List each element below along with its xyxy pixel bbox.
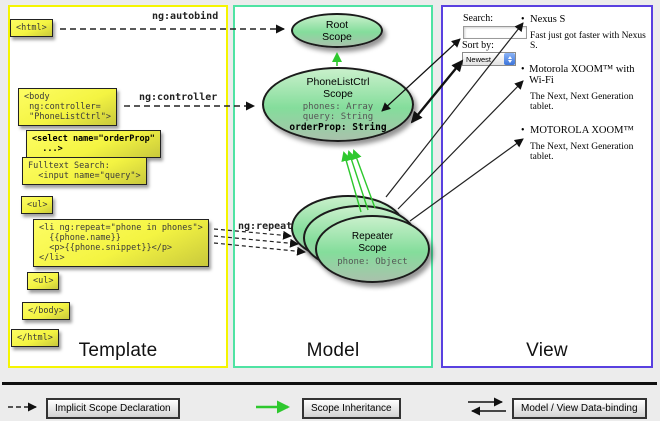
legend-scope-inheritance: Scope Inheritance — [302, 398, 401, 419]
view-panel-label: View — [526, 340, 568, 361]
view-sortby-label: Sort by: — [462, 40, 494, 51]
code-box-ul-open: <ul> — [21, 196, 54, 214]
repeater-scope-ellipse-front: Repeater Scope phone: Object — [315, 215, 430, 283]
bullet-icon: • — [521, 14, 525, 25]
code-box-html-close: </html> — [11, 329, 59, 347]
ng-controller-label: ng:controller — [139, 92, 218, 103]
phone-snippet: Fast just got faster with Nexus S. — [530, 31, 646, 51]
template-panel-label: Template — [78, 340, 158, 361]
phonelistctrl-scope-props: phones: Array query: String — [302, 102, 374, 122]
phonelistctrl-scope-orderprop: orderProp: String — [289, 122, 387, 133]
phone-snippet: The Next, Next Generation tablet. — [530, 142, 634, 162]
legend-separator-line — [2, 382, 657, 385]
phone-snippet: The Next, Next Generation tablet. — [530, 92, 634, 112]
code-box-html-open: <html> — [10, 19, 53, 37]
view-search-label: Search: — [463, 13, 493, 24]
list-item: • MOTOROLA XOOM™ The Next, Next Generati… — [521, 125, 649, 162]
model-panel-label: Model — [306, 340, 360, 361]
code-box-body-open: <body ng:controller= "PhoneListCtrl"> — [18, 88, 117, 126]
model-panel: Model — [233, 5, 433, 368]
repeater-scope-prop: phone: Object — [337, 257, 408, 267]
view-sort-selected-value: Newest — [466, 54, 492, 64]
phone-title: Nexus S — [530, 14, 566, 25]
code-box-ul-second: <ul> — [27, 272, 60, 290]
code-box-li-repeat: <li ng:repeat="phone in phones"> {{phone… — [33, 219, 209, 267]
code-box-select: <select name="orderProp" ...> — [26, 130, 161, 158]
legend-implicit-scope-declaration: Implicit Scope Declaration — [46, 398, 180, 419]
list-item: • Nexus S Fast just got faster with Nexu… — [521, 14, 649, 51]
code-box-body-close: </body> — [22, 302, 70, 320]
phone-title: Motorola XOOM™ with Wi-Fi — [529, 64, 635, 86]
list-item: • Motorola XOOM™ with Wi-Fi The Next, Ne… — [521, 64, 649, 112]
view-phone-list: • Nexus S Fast just got faster with Nexu… — [521, 14, 649, 175]
bullet-icon: • — [521, 125, 525, 136]
view-sort-dropdown[interactable]: Newest — [462, 52, 516, 66]
view-search-input[interactable] — [463, 26, 527, 39]
ng-repeat-label: ng:repeat — [238, 221, 293, 232]
code-box-fulltext-search: Fulltext Search: <input name="query"> — [22, 157, 147, 185]
phonelistctrl-scope-ellipse: PhoneListCtrl Scope phones: Array query:… — [262, 67, 414, 142]
phonelistctrl-scope-title: PhoneListCtrl Scope — [306, 76, 370, 100]
bullet-icon: • — [521, 64, 525, 75]
root-scope-ellipse: Root Scope — [291, 13, 383, 48]
dropdown-stepper-icon — [504, 53, 515, 65]
repeater-scope-title: Repeater Scope — [351, 231, 394, 254]
root-scope-title: Root Scope — [322, 18, 352, 43]
phone-title: MOTOROLA XOOM™ — [530, 125, 634, 136]
legend-model-view-databinding: Model / View Data-binding — [512, 398, 647, 419]
ng-autobind-label: ng:autobind — [152, 11, 219, 22]
